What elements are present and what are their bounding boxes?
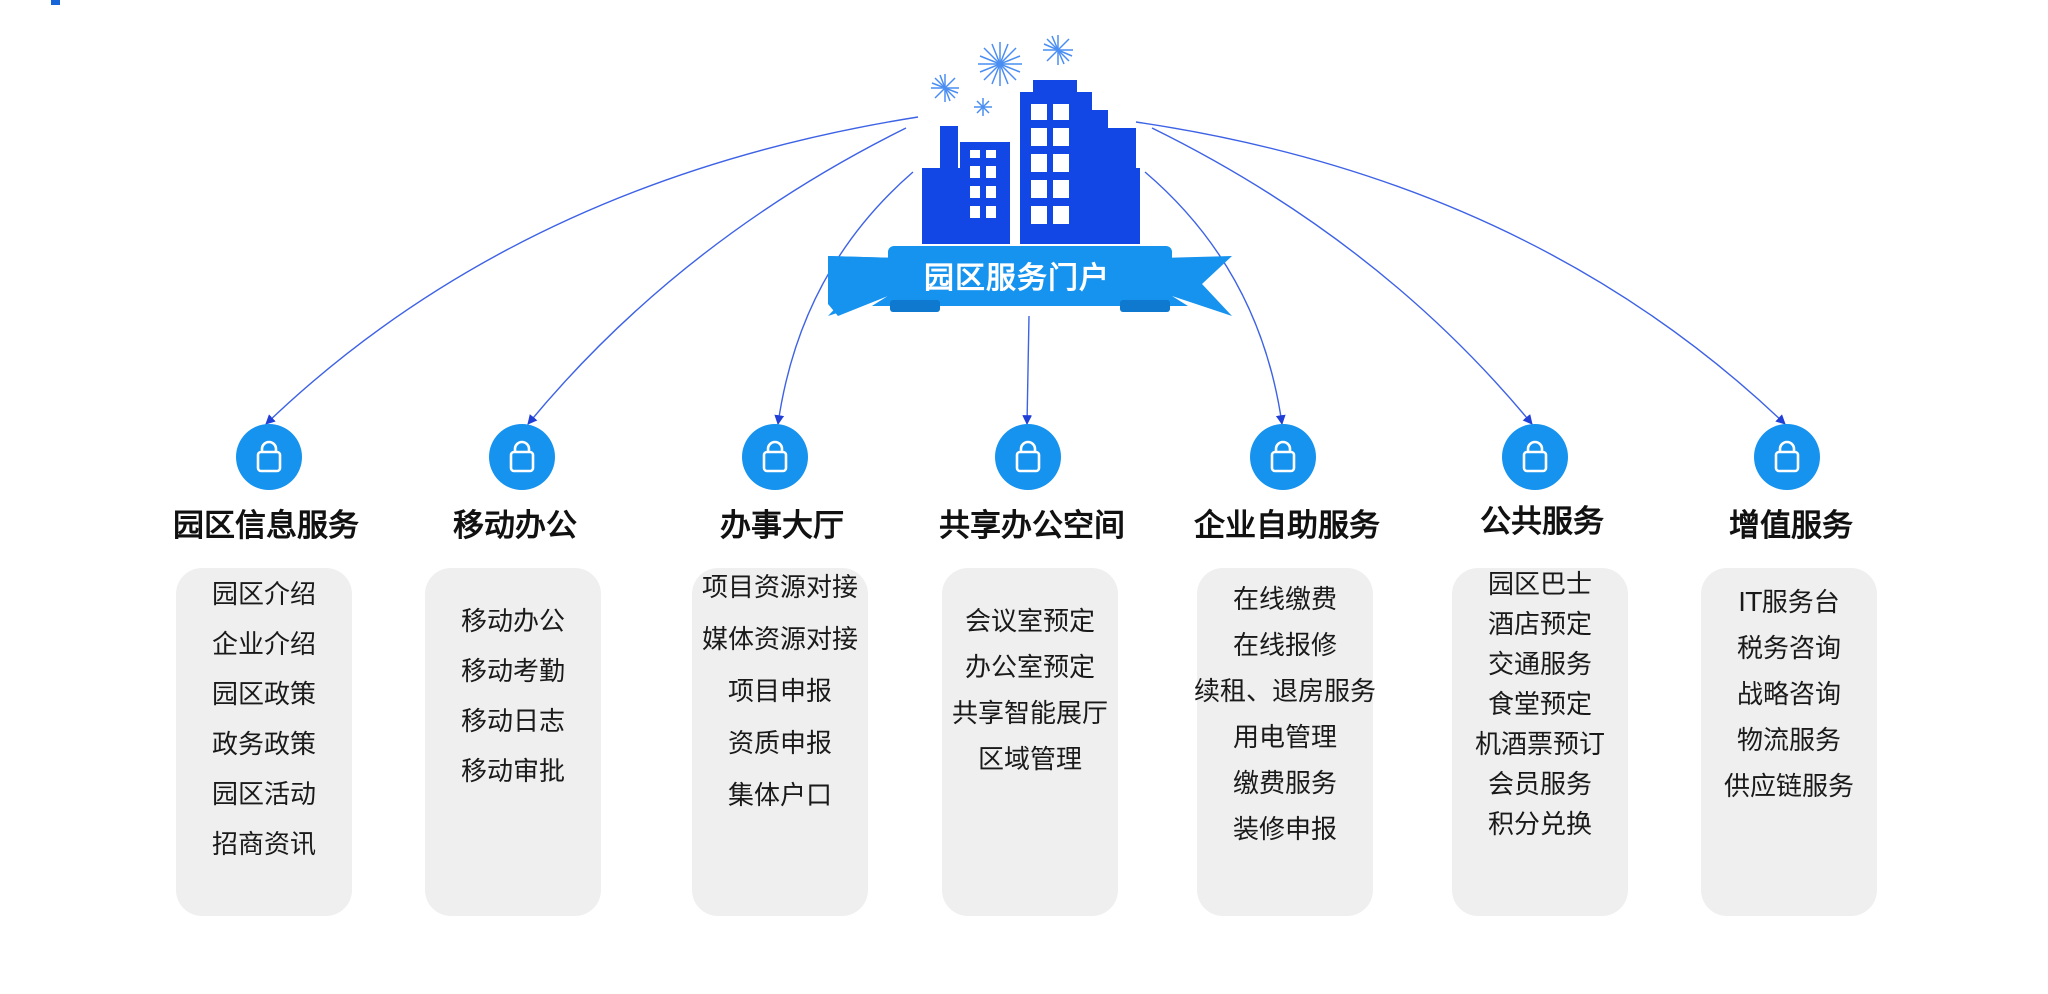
category-card <box>176 568 352 916</box>
category-title: 企业自助服务 <box>1194 508 1380 544</box>
service-item[interactable]: 在线缴费 <box>1232 585 1337 615</box>
service-item[interactable]: IT服务台 <box>1738 588 1840 618</box>
category-title: 移动办公 <box>453 508 577 544</box>
service-item[interactable]: 项目资源对接 <box>701 573 858 603</box>
service-item[interactable]: 物流服务 <box>1736 726 1841 756</box>
portal-hub: 园区服务门户 <box>0 0 2048 330</box>
category-card <box>692 568 868 916</box>
shopping-bag-icon <box>489 424 555 490</box>
service-item[interactable]: 供应链服务 <box>1723 772 1854 802</box>
shopping-bag-icon <box>1250 424 1316 490</box>
category-title: 增值服务 <box>1729 508 1853 544</box>
category-title: 园区信息服务 <box>173 508 359 544</box>
service-item[interactable]: 企业介绍 <box>211 630 316 660</box>
shopping-bag-icon <box>1754 424 1820 490</box>
arrow-to-col-5 <box>1144 171 1286 425</box>
service-item[interactable]: 招商资讯 <box>211 830 316 860</box>
service-item[interactable]: 装修申报 <box>1232 815 1337 845</box>
arrow-to-col-1 <box>265 116 919 425</box>
service-item[interactable]: 办公室预定 <box>964 653 1095 683</box>
arrow-to-col-3 <box>774 171 914 425</box>
service-item[interactable]: 续租、退房服务 <box>1193 677 1376 707</box>
arrow-to-col-4 <box>1022 315 1033 425</box>
category-card <box>425 568 601 916</box>
service-item[interactable]: 资质申报 <box>727 729 832 759</box>
service-item[interactable]: 区域管理 <box>977 745 1082 775</box>
service-item[interactable]: 政务政策 <box>211 730 316 760</box>
service-item[interactable]: 媒体资源对接 <box>701 625 858 655</box>
category-title: 公共服务 <box>1480 504 1604 540</box>
shopping-bag-icon <box>995 424 1061 490</box>
arrow-to-col-2 <box>527 127 907 425</box>
arrow-to-col-6 <box>1151 127 1533 425</box>
service-item[interactable]: 移动审批 <box>460 757 565 787</box>
service-item[interactable]: 会员服务 <box>1487 770 1592 800</box>
shopping-bag-icon <box>742 424 808 490</box>
category-card <box>1197 568 1373 916</box>
service-item[interactable]: 交通服务 <box>1487 650 1592 680</box>
service-item[interactable]: 园区活动 <box>211 780 316 810</box>
portal-title: 园区服务门户 <box>924 261 1110 296</box>
category-card <box>1452 568 1628 916</box>
service-item[interactable]: 战略咨询 <box>1736 680 1841 710</box>
arrow-to-col-7 <box>1135 121 1786 425</box>
service-item[interactable]: 项目申报 <box>727 677 832 707</box>
service-item[interactable]: 集体户口 <box>727 781 832 811</box>
service-item[interactable]: 移动办公 <box>460 607 565 637</box>
service-item[interactable]: 园区巴士 <box>1487 570 1592 600</box>
service-item[interactable]: 移动日志 <box>460 707 565 737</box>
service-item[interactable]: 税务咨询 <box>1736 634 1841 664</box>
service-item[interactable]: 在线报修 <box>1232 631 1337 661</box>
service-item[interactable]: 园区政策 <box>211 680 316 710</box>
corner-accent <box>51 0 60 5</box>
service-item[interactable]: 移动考勤 <box>460 657 565 687</box>
service-item[interactable]: 共享智能展厅 <box>951 699 1108 729</box>
category-title: 共享办公空间 <box>939 508 1125 544</box>
shopping-bag-icon <box>1502 424 1568 490</box>
service-item[interactable]: 用电管理 <box>1232 723 1337 753</box>
service-item[interactable]: 机酒票预订 <box>1474 730 1605 760</box>
category-card <box>1701 568 1877 916</box>
category-card <box>942 568 1118 916</box>
service-item[interactable]: 缴费服务 <box>1232 769 1337 799</box>
category-title: 办事大厅 <box>720 508 844 544</box>
service-item[interactable]: 积分兑换 <box>1487 810 1592 840</box>
portal-building-illustration <box>828 35 1232 316</box>
service-item[interactable]: 园区介绍 <box>211 580 316 610</box>
service-item[interactable]: 会议室预定 <box>964 607 1095 637</box>
service-item[interactable]: 酒店预定 <box>1487 610 1592 640</box>
service-item[interactable]: 食堂预定 <box>1487 690 1592 720</box>
shopping-bag-icon <box>236 424 302 490</box>
fireworks-icon <box>931 35 1073 116</box>
